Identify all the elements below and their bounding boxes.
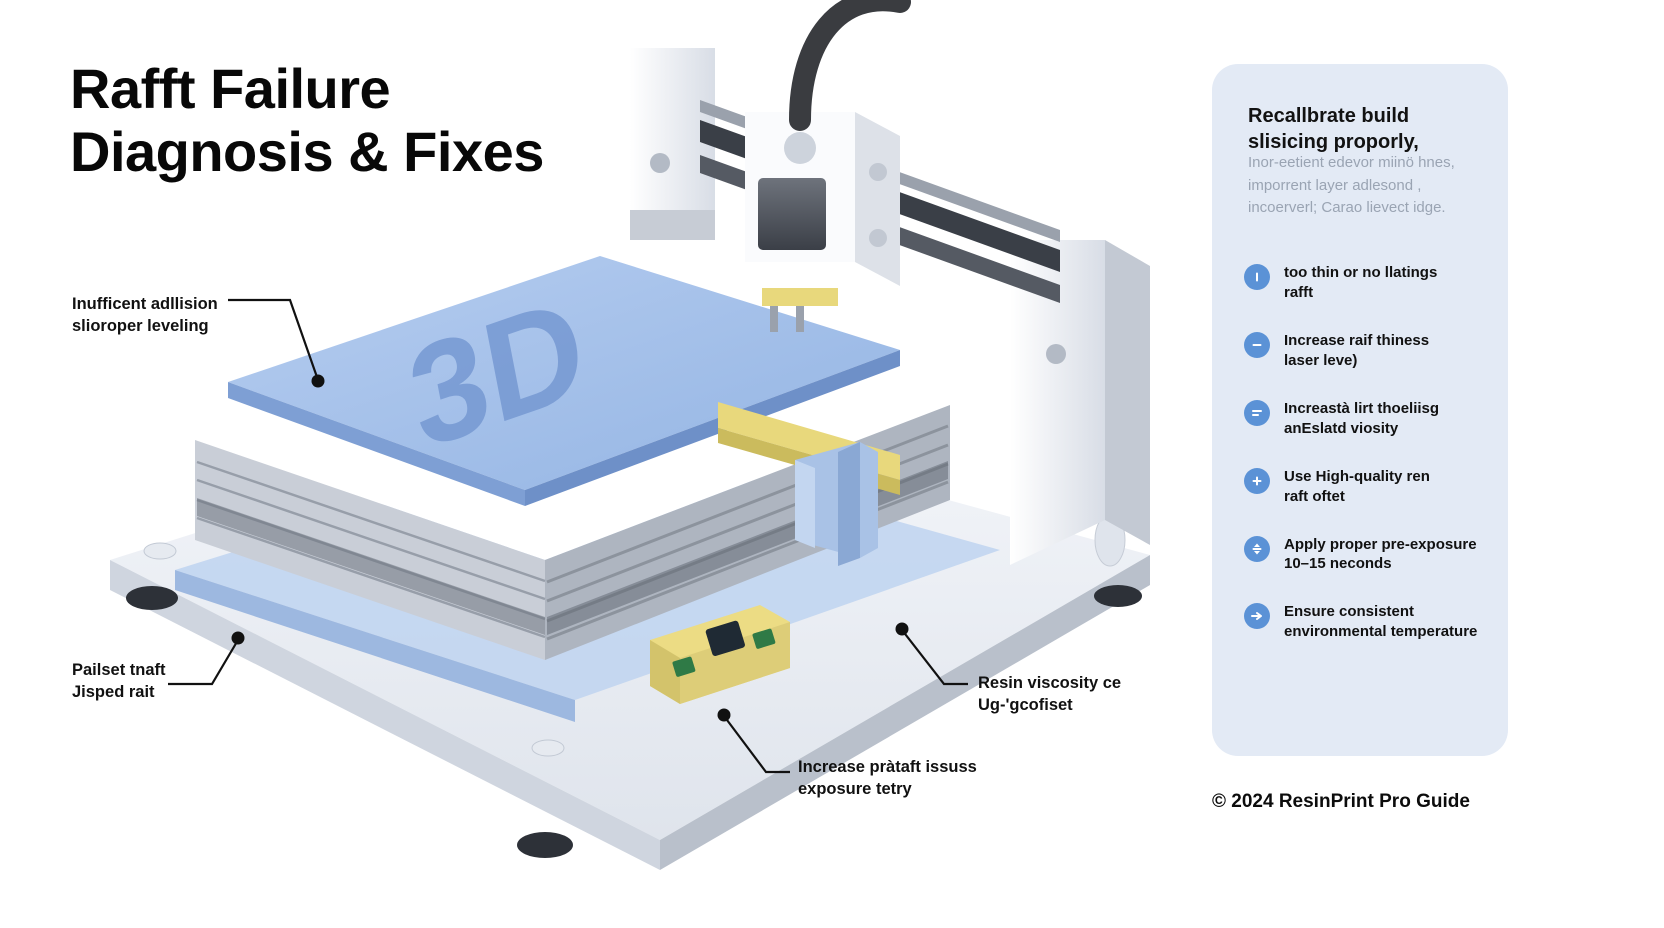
printer-illustration: 3D [110,0,1150,870]
panel-heading: Recallbrate build slisicing proporly, [1248,105,1419,153]
callout-raft: Pailset tnaft Jisped rait [72,661,166,701]
list-item-label: Increase raif thiness laser leve) [1284,331,1430,369]
callout-resin: Resin viscosity ce Ug-'gcofiset [978,674,1122,714]
list-item-label: too thin or no llatings rafft [1284,264,1438,301]
panel-subtext: Inor-eetient edevor miinö hnes, imporren… [1248,154,1455,216]
callout-dots [231,374,909,722]
page-title: Rafft Failure Diagnosis & Fixes [70,57,544,183]
build-plate: 3D [228,256,900,506]
level-sensor [650,605,790,704]
arrows-icon [1244,535,1270,562]
copyright-footer: © 2024 ResinPrint Pro Guide [1212,791,1470,812]
list-item-label: Increastà lirt thoeliisg anEslatd viosit… [1284,399,1440,437]
callout-exposure: Increase pràtaft issuss exposure tetry [798,758,977,798]
callout-adhesion: Inufficent adllision slioroper leveling [72,295,218,335]
list-item[interactable]: Ensure consistent environmental temperat… [1244,601,1492,642]
list-item[interactable]: Apply proper pre-exposure 10–15 neconds [1244,534,1492,575]
list-item[interactable]: Increastà lirt thoeliisg anEslatd viosit… [1244,398,1492,439]
fixes-list: too thin or no llatings rafft Increase r… [1244,262,1492,669]
fixes-panel: Recallbrate build slisicing proporly, In… [1212,64,1508,756]
plus-icon [1244,467,1270,494]
list-item[interactable]: too thin or no llatings rafft [1244,262,1492,303]
printed-part [795,442,878,566]
print-head [745,112,900,332]
cable [789,0,911,131]
info-icon [1244,264,1270,290]
list-item-label: Use High-quality ren raft oftet [1284,467,1430,505]
arrow-right-icon [1244,603,1270,630]
list-item[interactable]: Increase raif thiness laser leve) [1244,330,1492,371]
list-item-label: Ensure consistent environmental temperat… [1284,603,1478,641]
minus-icon [1244,331,1270,358]
list-item-label: Apply proper pre-exposure 10–15 neconds [1284,535,1477,573]
layers-icon [1244,399,1270,426]
list-item[interactable]: Use High-quality ren raft oftet [1244,466,1492,507]
callout-leader-lines [168,298,968,774]
